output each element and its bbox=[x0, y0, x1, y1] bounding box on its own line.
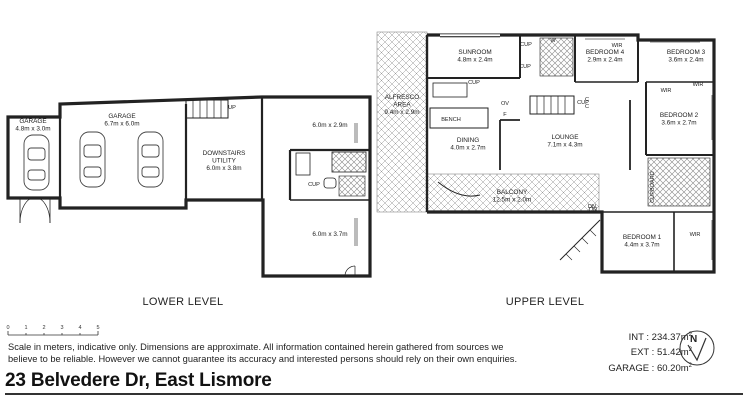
room-label-balcony: 12.5m x 2.0m bbox=[493, 197, 532, 204]
room-label-dining: 4.0m x 2.7m bbox=[450, 145, 485, 152]
scale-bar bbox=[7, 331, 99, 336]
annotation-label: BENCH bbox=[441, 117, 461, 123]
room-label-bedroom-2: 3.6m x 2.7m bbox=[661, 120, 696, 127]
car-icon bbox=[137, 131, 164, 188]
room-label-bedroom-4: BEDROOM 4 bbox=[586, 49, 625, 56]
ext-area: EXT : 51.42m2 bbox=[630, 347, 692, 359]
room-label-bedroom-1: BEDROOM 1 bbox=[623, 234, 662, 241]
scale-tick-labels: 0 1 2 3 4 5 bbox=[6, 325, 99, 331]
room-label-dining: DINING bbox=[457, 137, 479, 144]
room-label-garage-large: GARAGE bbox=[108, 113, 135, 120]
lower-level-label: LOWER LEVEL bbox=[143, 296, 224, 308]
annotation-label: CUP bbox=[308, 182, 320, 188]
room-label-bedroom-2: BEDROOM 2 bbox=[660, 112, 699, 119]
annotation-label: F bbox=[503, 112, 507, 118]
room-label-lounge: 7.1m x 4.3m bbox=[547, 142, 582, 149]
annotation-label: WIR bbox=[612, 43, 623, 49]
scale-tick-label: 4 bbox=[78, 325, 81, 331]
lower-level-plan bbox=[6, 95, 372, 278]
scale-tick-label: 1 bbox=[24, 325, 27, 331]
room-label-downstairs-utility: UTILITY bbox=[212, 158, 237, 165]
annotation-label: CUP bbox=[468, 80, 480, 86]
annotation-label: UP bbox=[228, 105, 236, 111]
scale-tick-label: 2 bbox=[42, 325, 45, 331]
room-label-sunroom: SUNROOM bbox=[458, 49, 491, 56]
room-label-room-bottom: 6.0m x 3.7m bbox=[312, 231, 347, 238]
scale-tick-label: 5 bbox=[96, 325, 99, 331]
footer-divider bbox=[5, 393, 743, 395]
annotation-label: CUPBOARD bbox=[650, 171, 656, 203]
room-label-bedroom-3: BEDROOM 3 bbox=[667, 49, 706, 56]
annotation-label: C bbox=[585, 97, 589, 103]
room-label-balcony: BALCONY bbox=[497, 189, 528, 196]
room-label-garage-small: GARAGE bbox=[19, 118, 46, 125]
scale-tick-label: 3 bbox=[60, 325, 63, 331]
annotation-label: CUP bbox=[577, 100, 589, 106]
small-labels: UP CUP CUP CUP CUP CUP WIR WIR WIR WIR BENCH OV F CC W… bbox=[228, 38, 703, 238]
annotation-label: C bbox=[585, 104, 589, 110]
annotation-label: WIR bbox=[661, 88, 672, 94]
compass-north-label: N bbox=[690, 334, 697, 345]
room-label-alfresco: AREA bbox=[393, 102, 411, 109]
room-label-alfresco: ALFRESCO bbox=[385, 94, 419, 101]
room-label-alfresco: 9.4m x 2.9m bbox=[384, 109, 419, 116]
annotation-label: WIR bbox=[690, 232, 701, 238]
annotation-label: DN bbox=[589, 207, 597, 213]
int-area: INT : 234.37m2 bbox=[628, 332, 692, 344]
room-label-downstairs-utility: DOWNSTAIRS bbox=[203, 150, 246, 157]
room-label-room-top: 6.0m x 2.9m bbox=[312, 122, 347, 129]
car-icon bbox=[79, 131, 106, 188]
room-label-bedroom-4: 2.9m x 2.4m bbox=[587, 57, 622, 64]
annotation-label: CUP bbox=[520, 42, 532, 48]
compass-icon: N bbox=[679, 330, 715, 366]
room-label-lounge: LOUNGE bbox=[552, 134, 579, 141]
annotation-label: WIR bbox=[693, 82, 704, 88]
garage-area: GARAGE : 60.20m2 bbox=[608, 362, 692, 375]
room-label-bedroom-3: 3.6m x 2.4m bbox=[668, 57, 703, 64]
annotation-label: OV bbox=[501, 101, 509, 107]
annotation-label: W bbox=[550, 38, 556, 44]
room-label-downstairs-utility: 6.0m x 3.8m bbox=[206, 165, 241, 172]
room-label-bedroom-1: 4.4m x 3.7m bbox=[624, 242, 659, 249]
annotation-label: DN bbox=[588, 204, 596, 210]
property-address: 23 Belvedere Dr, East Lismore bbox=[5, 370, 272, 391]
upper-level-plan bbox=[376, 31, 716, 274]
room-label-sunroom: 4.8m x 2.4m bbox=[457, 57, 492, 64]
room-label-garage-large: 6.7m x 6.0m bbox=[104, 121, 139, 128]
scale-tick-label: 0 bbox=[6, 325, 9, 331]
upper-level-label: UPPER LEVEL bbox=[506, 296, 585, 308]
car-icon bbox=[23, 134, 50, 191]
disclaimer-text: Scale in meters, indicative only. Dimens… bbox=[8, 342, 518, 364]
annotation-label: CUP bbox=[519, 64, 531, 70]
area-summary: INT : 234.37m2 EXT : 51.42m2 GARAGE : 60… bbox=[608, 329, 692, 375]
room-label-garage-small: 4.8m x 3.0m bbox=[15, 126, 50, 133]
